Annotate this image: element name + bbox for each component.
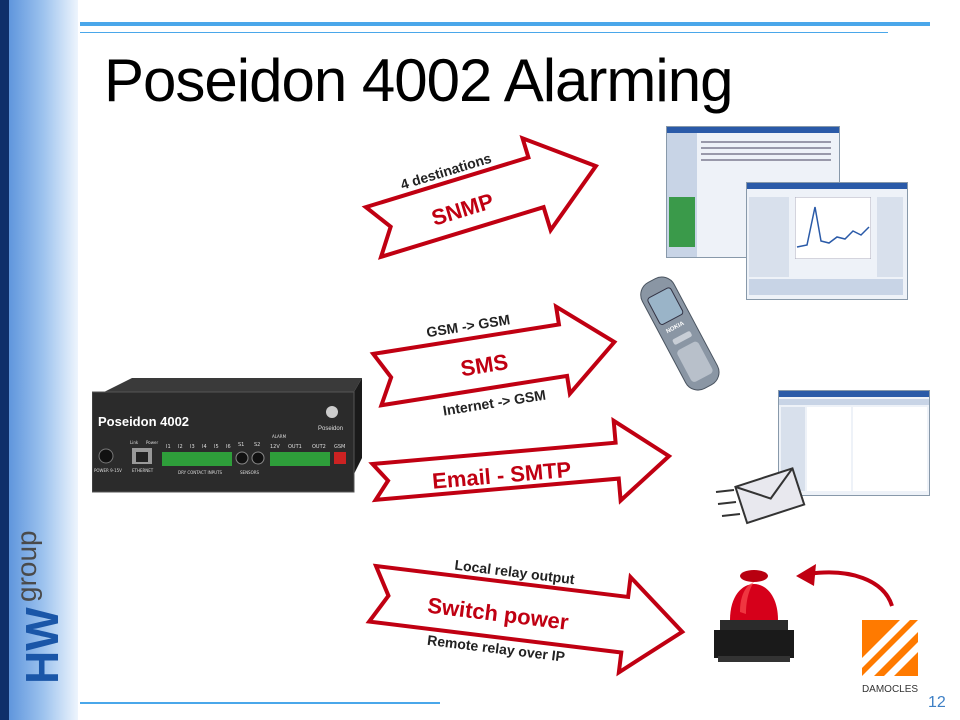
page-title: Poseidon 4002 Alarming (104, 47, 733, 114)
bottom-rule (80, 702, 440, 704)
damocles-arrowhead (796, 564, 816, 586)
sidebar-gradient (0, 0, 78, 720)
device-label-power-led: Power (146, 440, 158, 445)
snmp-graph (795, 197, 871, 259)
device-name: Poseidon 4002 (98, 414, 189, 429)
logo-group-text: group (11, 530, 42, 602)
top-rule (80, 22, 930, 26)
email-arrow: Email - SMTP (368, 416, 673, 505)
device-label-i4: I4 (202, 444, 207, 450)
device-label-s2: S2 (254, 442, 260, 448)
device-label-sensors: SENSORS (240, 470, 260, 475)
device-brand: Poseidon (318, 426, 343, 432)
device-label-i6: I6 (226, 444, 231, 450)
snmp-arrow: SNMP 4 destinations (361, 134, 600, 260)
device-label-link: Link (130, 440, 139, 445)
switch-power-arrow: Switch power Local relay output Remote r… (365, 557, 686, 677)
logo-hw-text: HW (16, 607, 68, 684)
nokia-phone-image: NOKIA (640, 276, 720, 391)
device-label-12v: 12V (270, 444, 280, 450)
sms-arrow: SMS GSM -> GSM Internet -> GSM (369, 302, 618, 419)
device-label-power: POWER 9-15V (94, 468, 122, 473)
device-label-gsm: GSM (334, 444, 345, 450)
device-label-out2: OUT2 (312, 444, 326, 450)
damocles-arrow (807, 570, 894, 607)
device-label-s1: S1 (238, 442, 244, 448)
siren-image (714, 570, 794, 662)
device-label-i5: I5 (214, 444, 219, 450)
device-label-dry-contacts: DRY CONTACT INPUTS (178, 470, 223, 475)
device-label-i1: I1 (166, 444, 171, 450)
top-rule-thin (80, 32, 888, 33)
device-label-ethernet: ETHERNET (132, 468, 154, 473)
damocles-logo: DAMOCLES (862, 620, 918, 695)
device-label-out1: OUT1 (288, 444, 302, 450)
damocles-label: DAMOCLES (862, 684, 918, 695)
page-number: 12 (928, 694, 946, 711)
device-label-i3: I3 (190, 444, 195, 450)
email-client-screenshot (778, 390, 930, 496)
poseidon-device-image: Poseidon 4002 Poseidon POWER 9-15V Link … (92, 378, 362, 493)
sidebar-edge (0, 0, 9, 720)
hw-group-logo: HW group (11, 530, 68, 684)
device-label-alarm: ALARM (272, 434, 287, 439)
device-label-i2: I2 (178, 444, 183, 450)
envelope-icon (715, 467, 806, 525)
snmp-graph-screenshot (746, 182, 908, 300)
